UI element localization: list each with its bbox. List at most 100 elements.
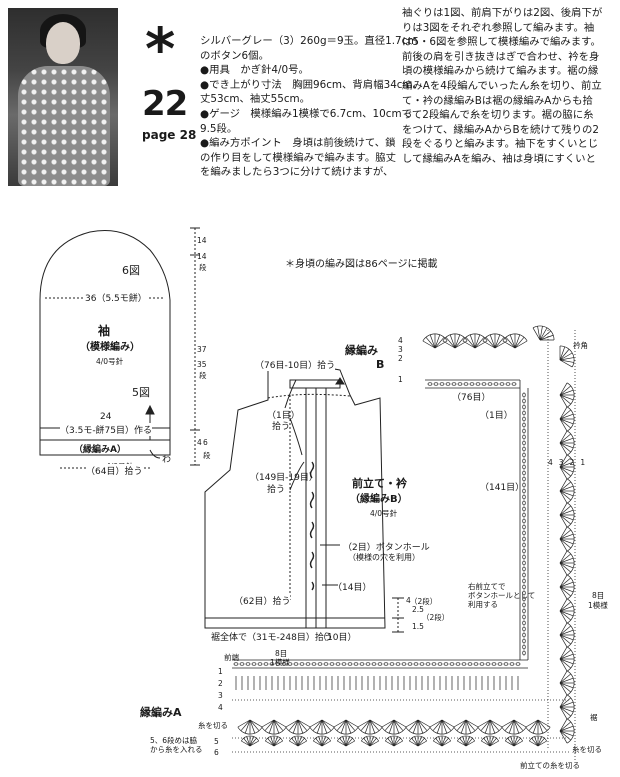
buttonhole-note: （模様の穴を利用）	[348, 553, 420, 562]
row-label: 1	[580, 458, 586, 467]
note-line: 利用する	[468, 600, 498, 609]
instruction-line: 段をぐるりと編みます。袖下をすくいとじ	[402, 138, 599, 151]
instruction-line: 袖ぐりは1図、前肩下がりは2図、後肩下が	[402, 7, 603, 19]
row-label: 2	[398, 354, 403, 363]
chain-stitch	[522, 548, 526, 554]
buttonhole-chart-note: 右前立てで ボタンホールとして 利用する	[468, 582, 535, 609]
stitch-fan	[429, 719, 455, 735]
sleeve-width: 36（5.5モ餅）	[85, 291, 147, 304]
chain-stitch	[522, 446, 526, 452]
pick-14: （14目）	[333, 583, 372, 593]
buttonhole-label: （2目）ボタンホール	[343, 543, 430, 553]
chain-stitch	[251, 662, 257, 666]
chain-stitch	[437, 662, 443, 666]
front-edge-label: 前端	[224, 653, 239, 662]
chain-stitch	[449, 662, 455, 666]
chain-stitch	[443, 662, 449, 666]
stitch-fan	[480, 735, 500, 747]
chain-stitch	[522, 518, 526, 524]
stitch-fan	[240, 735, 260, 747]
page-ref: page 28	[142, 128, 197, 142]
chain-stitch	[522, 584, 526, 590]
chain-stitch	[439, 382, 445, 386]
stitch-fan	[525, 719, 551, 735]
front-dim-2: （2段）	[410, 597, 438, 606]
pattern-number: 22	[142, 84, 188, 124]
chain-stitch	[522, 572, 526, 578]
chain-stitch	[522, 500, 526, 506]
instruction-line: ●でき上がり寸法 胸囲96cm、背肩幅34cm、	[200, 78, 424, 91]
chain-stitch	[493, 382, 499, 386]
pick-149: （149目-19目）	[250, 473, 318, 483]
chain-stitch	[499, 382, 505, 386]
stitch-fan	[502, 333, 528, 349]
instruction-line: 9.5段。	[200, 122, 238, 135]
stitch-fan	[285, 719, 311, 735]
chain-stitch	[269, 662, 275, 666]
chain-stitch	[522, 440, 526, 446]
chain-stitch	[522, 614, 526, 620]
note-line: 右前立てで	[468, 582, 506, 591]
row-label: 3	[558, 458, 564, 467]
chain-stitch	[457, 382, 463, 386]
stitch-fan	[532, 325, 555, 341]
pick-62: （62目）拾う	[234, 594, 291, 607]
cardigan-illustration	[18, 66, 110, 186]
cut-yarn-label: 糸を切る	[572, 745, 602, 754]
pick-1: （1目）	[267, 411, 300, 421]
chain-stitch	[522, 638, 526, 644]
chain-stitch	[522, 542, 526, 548]
rows-left: 1 2 3 4	[218, 666, 223, 714]
stitch-fan	[453, 719, 479, 735]
dim-37: 37	[197, 345, 207, 354]
chain-stitch	[245, 662, 251, 666]
chain-stitch	[431, 662, 437, 666]
chain-stitch	[522, 602, 526, 608]
front-dim-4: 4	[406, 596, 411, 605]
sleeve-outline	[39, 229, 171, 456]
front-dim-25: 2.5	[412, 605, 424, 614]
rows56-note: 5、6段めは脇 から糸を入れる	[150, 736, 203, 754]
dim-35: 35	[197, 360, 207, 369]
front-cut-label: 前立ての糸を切る	[520, 761, 580, 770]
sleeve-title: 袖	[98, 324, 111, 338]
dim-6: 6	[203, 438, 208, 447]
dim-dan: 段	[199, 263, 207, 272]
edgingB-letter: B	[376, 358, 385, 371]
row-label: 4	[218, 703, 223, 712]
stitch-fan	[264, 735, 284, 747]
row-label: 1	[398, 375, 403, 384]
chain-stitch	[522, 644, 526, 650]
stitch-fan	[462, 333, 488, 349]
stitch-fan	[261, 719, 287, 735]
chain-stitch	[522, 566, 526, 572]
row-label: 3	[218, 691, 223, 700]
chain-stitch	[485, 662, 491, 666]
chain-stitch	[395, 662, 401, 666]
row-label: 3	[398, 345, 403, 354]
sleeve-needle: 4/0号針	[96, 357, 124, 366]
chain-stitch	[497, 662, 503, 666]
chain-stitch	[522, 452, 526, 458]
chain-stitch	[522, 608, 526, 614]
stitch-fan	[559, 574, 575, 600]
chain-stitch	[287, 662, 293, 666]
repeat-label: 8目	[275, 649, 288, 658]
stitch-fan	[559, 502, 575, 528]
chain-stitch	[522, 506, 526, 512]
stitch-fan	[559, 718, 575, 744]
chain-stitch	[281, 662, 287, 666]
front-needle: 4/0号針	[370, 509, 398, 518]
chain-stitch	[522, 626, 526, 632]
rows-left2: 5 6	[214, 736, 219, 758]
chain-stitch	[299, 662, 305, 666]
fig5-label: 5図	[132, 386, 150, 399]
chain-stitch	[341, 662, 347, 666]
chain-stitch	[473, 662, 479, 666]
wa-label: わ	[162, 455, 172, 465]
pick-149b: 拾う	[267, 485, 286, 495]
instruction-line: 丈53cm、袖丈55cm。	[200, 93, 311, 106]
instruction-line: ●ゲージ 模様編み1模様で6.7cm、10cmで	[200, 107, 412, 120]
